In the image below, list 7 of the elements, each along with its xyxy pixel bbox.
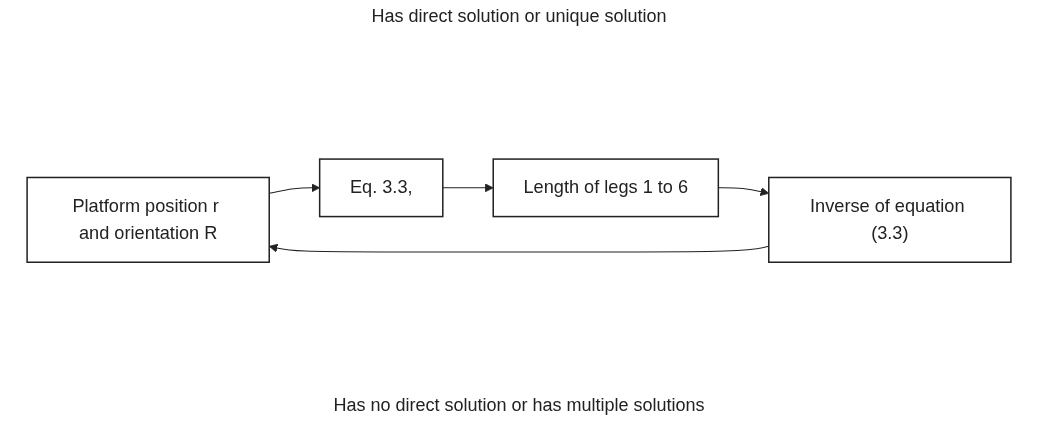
node-box: Inverse of equation (3.3) (768, 177, 1012, 264)
arrow (442, 183, 494, 193)
node-box: Eq. 3.3, (318, 158, 444, 218)
node-box: Length of legs 1 to 6 (492, 158, 720, 218)
node-box: Platform position r and orientation R (26, 177, 270, 264)
note-text: Has no direct solution or has multiple solutions (333, 395, 705, 416)
note-text: Has direct solution or unique solution (371, 6, 667, 27)
